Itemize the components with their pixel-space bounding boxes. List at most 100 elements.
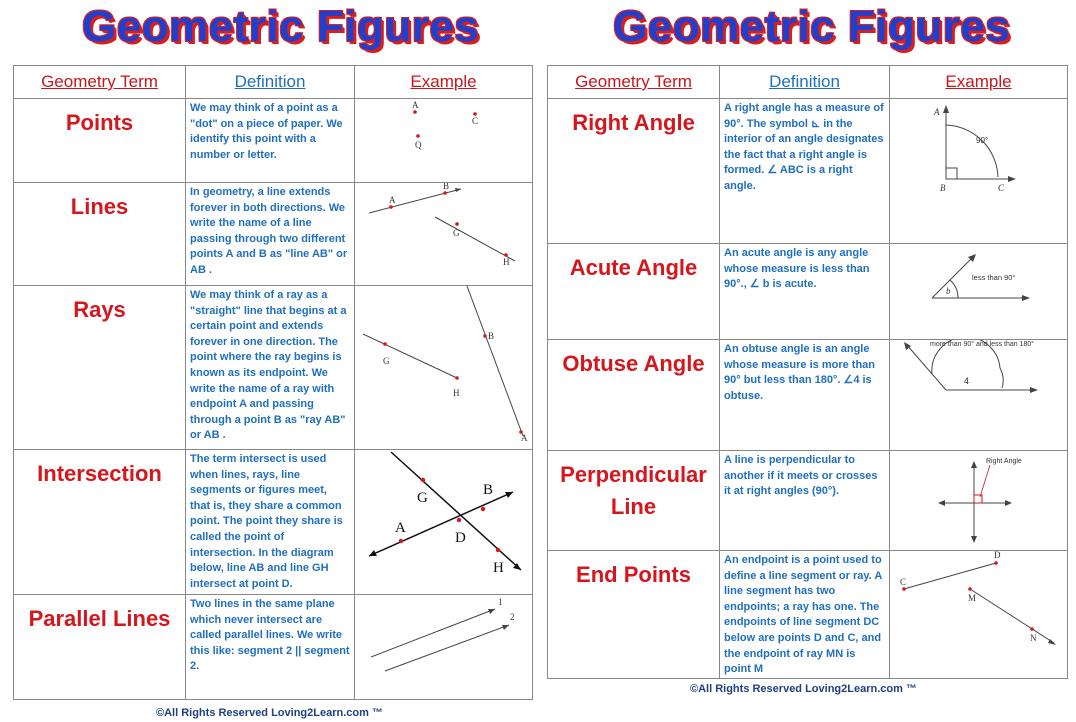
table-row: Rays We may think of a ray as a "straigh…: [13, 285, 533, 450]
point-n-dot: [1030, 627, 1034, 631]
table-row: Acute Angle An acute angle is any angle …: [547, 243, 1068, 340]
example-right-angle: A 90° B C: [889, 98, 1068, 244]
point-a-dot: [413, 110, 417, 114]
table-row: Perpendicular Line A line is perpendicul…: [547, 450, 1068, 551]
table-row: Points We may think of a point as a "dot…: [13, 98, 533, 183]
point-a-label: A: [389, 195, 396, 205]
line-1-label: 1: [498, 597, 503, 607]
example-perpendicular-line: Right Angle: [889, 450, 1068, 551]
point-a-dot: [398, 538, 404, 544]
header-definition: Definition: [719, 65, 890, 99]
point-q-label: Q: [415, 140, 422, 150]
arrow-right-icon: [1008, 176, 1016, 182]
term-parallel-lines: Parallel Lines: [13, 594, 186, 700]
left-title: Geometric Figures: [82, 2, 480, 51]
angle-b-label: b: [946, 286, 951, 296]
angle-arc: [931, 340, 1004, 389]
example-obtuse-angle: more than 90° and less than 180° 4: [889, 339, 1068, 451]
point-b-label: B: [488, 331, 494, 341]
arrow-icon: [505, 492, 513, 498]
point-c-label: C: [900, 577, 906, 587]
definition-lines-text: In geometry, a line extends forever in b…: [190, 186, 348, 276]
header-definition: Definition: [185, 65, 355, 99]
header-example: Example: [889, 65, 1068, 99]
parallel-line-2: [384, 624, 510, 672]
right-angle-symbol: [973, 494, 983, 504]
arrow-icon: [968, 254, 976, 262]
example-intersection: G B A D H: [354, 449, 533, 595]
arrow-icon: [488, 609, 495, 614]
point-h-dot: [455, 376, 459, 380]
point-g-dot: [383, 342, 387, 346]
arrow-icon: [369, 550, 377, 556]
table-row: Right Angle A right angle has a measure …: [547, 98, 1068, 244]
point-h-label: H: [453, 388, 460, 398]
definition-parallel-lines: Two lines in the same plane which never …: [185, 594, 355, 700]
point-d-label: D: [994, 551, 1001, 560]
arrow-icon: [1048, 639, 1056, 645]
point-h-dot: [504, 253, 508, 257]
term-rays: Rays: [13, 285, 186, 450]
obtuse-upper-ray: [905, 343, 947, 391]
term-acute-angle: Acute Angle: [547, 243, 720, 340]
obtuse-range-label: more than 90° and less than 180°: [930, 340, 1034, 348]
point-a-label: A: [521, 433, 528, 443]
point-b-label: B: [940, 183, 946, 193]
definition-right-angle: A right angle has a measure of 90°. The …: [719, 98, 890, 244]
definition-acute-angle: An acute angle is any angle whose measur…: [719, 243, 890, 340]
term-lines: Lines: [13, 182, 186, 286]
acute-upper-ray: [931, 255, 975, 299]
term-points: Points: [13, 98, 186, 183]
point-m-dot: [968, 587, 972, 591]
table-row: Lines In geometry, a line extends foreve…: [13, 182, 533, 286]
point-q-dot: [416, 134, 420, 138]
example-parallel-lines: 1 2: [354, 594, 533, 700]
table-row: Parallel Lines Two lines in the same pla…: [13, 594, 533, 700]
arrow-right-icon: [1030, 387, 1038, 393]
point-b-label-1: B: [441, 183, 447, 184]
term-right-angle: Right Angle: [547, 98, 720, 244]
header-term: Geometry Term: [547, 65, 720, 99]
arrow-icon: [455, 188, 461, 192]
arrow-icon: [502, 625, 509, 630]
term-end-points: End Points: [547, 550, 720, 679]
line-gh: [434, 216, 516, 262]
example-rays: B A G H: [354, 285, 533, 450]
point-g-label: G: [453, 228, 460, 238]
point-h-dot: [495, 547, 501, 553]
definition-obtuse-angle: An obtuse angle is an angle whose measur…: [719, 339, 890, 451]
term-perpendicular-line: Perpendicular Line: [547, 450, 720, 551]
point-h-label: H: [503, 257, 510, 267]
left-footer: ©All Rights Reserved Loving2Learn.com ™: [156, 707, 383, 719]
point-c-dot: [902, 587, 906, 591]
point-g-label: G: [383, 356, 390, 366]
arrow-down-icon: [971, 536, 977, 543]
definition-rays: We may think of a ray as a "straight" li…: [185, 285, 355, 450]
right-title: Geometric Figures: [613, 2, 1011, 51]
point-c-dot: [473, 112, 477, 116]
point-a-label: A: [395, 520, 406, 536]
point-h-label: H: [493, 560, 504, 576]
pointer-line: [979, 464, 991, 498]
left-table: Geometry Term Definition Example Points …: [13, 65, 533, 700]
right-header-row: Geometry Term Definition Example: [547, 65, 1068, 99]
right-angle-label: Right Angle: [986, 458, 1022, 465]
term-intersection: Intersection: [13, 449, 186, 595]
point-c-label: C: [998, 183, 1005, 193]
definition-perpendicular-line: A line is perpendicular to another if it…: [719, 450, 890, 551]
less-than-90-label: less than 90°: [972, 273, 1015, 282]
parallel-line-1: [370, 608, 496, 658]
angle-4-label: 4: [964, 376, 969, 386]
point-a-dot: [389, 205, 393, 209]
point-n-label: N: [1030, 633, 1037, 643]
example-acute-angle: less than 90° b: [889, 243, 1068, 340]
arrow-up-icon: [971, 461, 977, 468]
line-2-label: 2: [510, 612, 515, 622]
line-ab: [368, 188, 462, 214]
point-a-dot: [519, 430, 523, 434]
header-example: Example: [354, 65, 533, 99]
header-term: Geometry Term: [13, 65, 186, 99]
line-ab: [368, 491, 514, 557]
point-c-label: C: [472, 116, 478, 126]
point-b-label: B: [483, 482, 493, 498]
